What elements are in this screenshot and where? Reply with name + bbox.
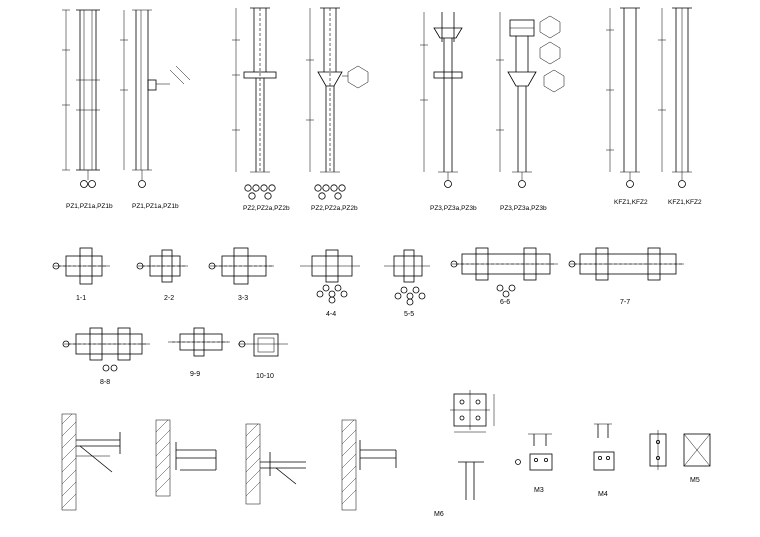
- pz1-front-elevation: [62, 9, 100, 188]
- section-2-2-label: 2-2: [164, 295, 174, 302]
- m5-embedded-plate: [649, 430, 711, 470]
- pz1-front-title: PZ1,PZ1a,PZ1b: [66, 203, 113, 210]
- corbel-detail-3: [245, 423, 306, 505]
- section-6-6-drawing: [450, 247, 558, 298]
- pz3-front-title: PZ3,PZ3a,PZ3b: [430, 205, 477, 212]
- pz2-front-elevation: [232, 7, 277, 200]
- m5-label: M5: [690, 477, 700, 484]
- kfz-side-elevation: [658, 7, 692, 188]
- section-4-4-drawing: [300, 249, 360, 304]
- pz3-front-elevation: [420, 12, 463, 188]
- pz1-side-elevation: [120, 9, 191, 188]
- section-9-9-drawing: [168, 327, 230, 357]
- m4-label: M4: [598, 491, 608, 498]
- section-1-1-drawing: [52, 247, 110, 285]
- m4-embedded-plate: [593, 423, 615, 471]
- pz2-side-elevation: [306, 7, 369, 200]
- section-8-8-label: 8-8: [100, 379, 110, 386]
- section-3-3-label: 3-3: [238, 295, 248, 302]
- m6-label: M6: [434, 511, 444, 518]
- pz3-side-title: PZ3,PZ3a,PZ3b: [500, 205, 547, 212]
- m3-embedded-plate: [515, 433, 553, 471]
- pz1-side-title: PZ1,PZ1a,PZ1b: [132, 203, 179, 210]
- section-7-7-label: 7-7: [620, 299, 630, 306]
- section-1-1-label: 1-1: [76, 295, 86, 302]
- kfz-front-elevation: [606, 7, 640, 188]
- pz2-front-title: PZ2,PZ2a,PZ2b: [243, 205, 290, 212]
- section-7-7-drawing: [568, 247, 684, 281]
- corbel-detail-4: [341, 419, 397, 511]
- m3-label: M3: [534, 487, 544, 494]
- corbel-detail-2: [155, 419, 217, 497]
- kfz-side-title: KFZ1,KFZ2: [668, 199, 702, 206]
- pz3-side-elevation: [496, 12, 565, 188]
- kfz-front-title: KFZ1,KFZ2: [614, 199, 648, 206]
- section-4-4-label: 4-4: [326, 311, 336, 318]
- section-3-3-drawing: [208, 247, 274, 285]
- section-5-5-drawing: [384, 249, 430, 306]
- section-5-5-label: 5-5: [404, 311, 414, 318]
- corbel-detail-1: [61, 413, 121, 511]
- section-10-10-drawing: [238, 333, 288, 357]
- section-2-2-drawing: [136, 249, 188, 283]
- section-8-8-drawing: [62, 327, 150, 372]
- section-9-9-label: 9-9: [190, 371, 200, 378]
- m6-embedded-plate: [450, 390, 495, 500]
- pz2-side-title: PZ2,PZ2a,PZ2b: [311, 205, 358, 212]
- section-6-6-label: 6-6: [500, 299, 510, 306]
- section-10-10-label: 10-10: [256, 373, 274, 380]
